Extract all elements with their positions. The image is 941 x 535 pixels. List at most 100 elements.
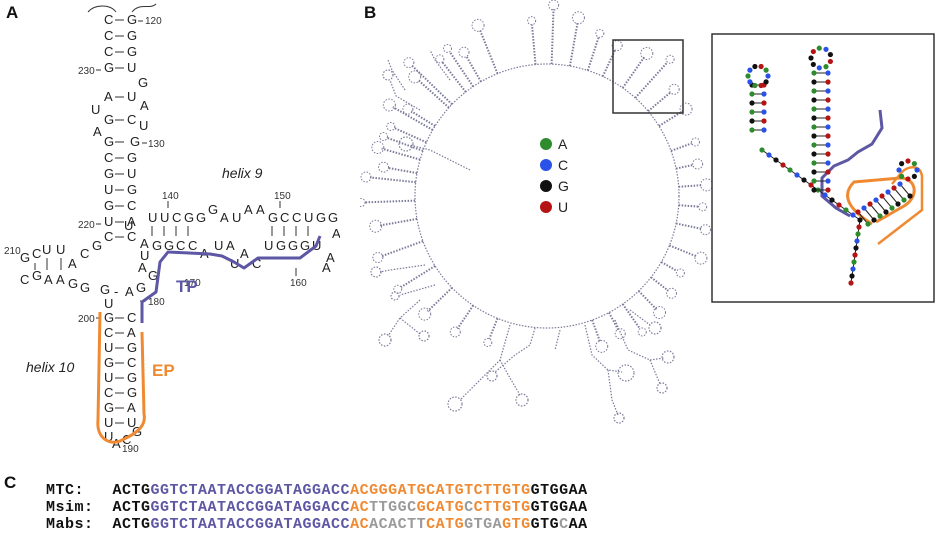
hairpin-loop [378, 131, 388, 141]
svg-text:G: G [100, 282, 110, 297]
nucleotide-dot [810, 61, 816, 68]
nucleotide-dot [752, 82, 758, 89]
nucleotide-dot [811, 151, 817, 157]
hairpin-loop [699, 224, 711, 236]
sequence-segment: GGTCTAATACCGGATAGGACC [150, 482, 351, 499]
nucleotide-dot [911, 161, 917, 167]
nucleotide-dot [896, 167, 902, 173]
svg-text:A: A [240, 246, 249, 261]
hairpin-stem [386, 136, 424, 152]
nucleotide-dot [761, 127, 767, 133]
nucleotide-dot [811, 142, 817, 148]
backbone-segment [869, 203, 881, 217]
nucleotide-dot [843, 207, 849, 213]
nucleotide-dot [895, 201, 901, 207]
svg-text:G: G [127, 182, 137, 197]
nucleotide-dot [825, 106, 831, 112]
nucleotide-dot [758, 63, 764, 70]
svg-text:U: U [140, 248, 149, 263]
panel-c-label-svg: C [4, 473, 16, 492]
svg-text:C: C [127, 112, 136, 127]
nucleotide-dot [749, 109, 755, 115]
hairpin-stem [621, 303, 641, 330]
hairpin-stem [411, 64, 453, 106]
position-label: 150 [274, 191, 291, 202]
nucleotide-dot [811, 97, 817, 103]
hairpin-loop [435, 54, 445, 64]
nucleotide-dot [810, 48, 816, 55]
legend-dot-g [540, 180, 552, 192]
branch-structure [370, 49, 675, 424]
zoom-inset-frame [711, 33, 935, 303]
nucleotide-dot [825, 178, 831, 184]
hairpin-stem [634, 61, 669, 99]
nucleotide-dot [867, 201, 873, 207]
nucleotide-dot [825, 79, 831, 85]
nucleotide-dot [873, 197, 879, 203]
sequence-segment: AA [568, 516, 588, 533]
hairpin-loop [408, 70, 422, 84]
hairpin-loop [595, 28, 605, 38]
nucleotide-dot [825, 115, 831, 121]
svg-text:U: U [232, 210, 241, 225]
hairpin-loop [690, 137, 700, 147]
sequence-segment: GCATG [416, 499, 465, 516]
sequence-segment: C [559, 516, 569, 533]
inset-ep-line-outer [877, 166, 924, 245]
sequence-row-msim: Msim: ACTGGGTCTAATACCGGATAGGACCACTTGGCGC… [46, 499, 588, 516]
junction-left: G C A U U C G C G A A G G [20, 238, 102, 295]
circle-structure-svg: B A [356, 0, 935, 424]
hairpin-loop [449, 326, 461, 338]
nucleotide-dot [765, 73, 771, 79]
hairpin-loop [403, 57, 415, 69]
svg-text:A: A [220, 210, 229, 225]
svg-text:A: A [140, 236, 149, 251]
svg-text:C: C [252, 256, 261, 271]
nucleotide-dot [901, 197, 907, 203]
nucleotide-dot [822, 192, 828, 198]
nucleotide-dot [763, 67, 769, 73]
sequence-segment: CTTGTG [473, 499, 531, 516]
hairpin-loop [694, 251, 708, 265]
nucleotide-dot [891, 185, 897, 191]
nucleotide-dot [850, 266, 856, 272]
nucleotide-dot [811, 115, 817, 121]
nucleotide-dot [825, 187, 831, 193]
nucleotide-dot [823, 64, 829, 70]
hairpin-loop [595, 339, 609, 353]
position-label: 140 [162, 191, 179, 202]
nucleotide-dot [808, 55, 814, 61]
sequence-segment: ACTG [112, 516, 151, 533]
hairpin-loop [458, 46, 470, 58]
nucleotide-dot [763, 79, 769, 85]
svg-text:U: U [148, 210, 157, 225]
hairpin-stem [426, 286, 453, 313]
hairpin-stem [678, 184, 703, 188]
svg-text:C: C [104, 28, 113, 43]
nucleotide-dot [889, 205, 895, 211]
svg-text:C: C [172, 210, 181, 225]
tp-line [140, 235, 322, 323]
svg-text:G: G [127, 340, 137, 355]
ep-line [96, 311, 146, 444]
svg-text:C: C [127, 229, 136, 244]
hairpin-stem [591, 319, 602, 343]
hairpin-stem [465, 55, 482, 83]
hairpin-loop [418, 307, 432, 321]
helix10-label: helix 10 [26, 359, 74, 375]
zoom-selection-box [612, 39, 684, 114]
nucleotide-dot [855, 209, 861, 215]
svg-text:G: G [276, 238, 286, 253]
backbone-segment [875, 199, 887, 213]
hairpin-loop [360, 171, 372, 183]
svg-text:C: C [104, 325, 113, 340]
svg-text:A: A [322, 260, 331, 275]
sequence-segment: CATG [426, 516, 465, 533]
nucleotide-dot [816, 45, 822, 51]
legend-label-c: C [558, 157, 568, 173]
hairpin-loop [571, 11, 585, 25]
nucleotide-dot [749, 127, 755, 133]
nucleotide-dot [825, 70, 831, 76]
svg-text:U: U [214, 238, 223, 253]
